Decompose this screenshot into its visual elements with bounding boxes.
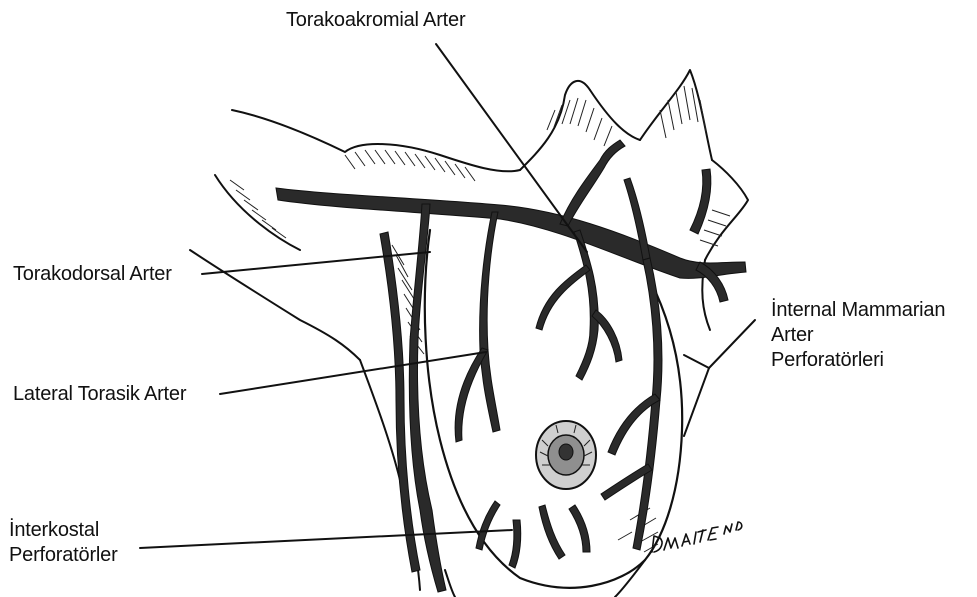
label-line: İnternal Mammarian (771, 298, 945, 323)
leader-internal-mammarian-1 (709, 320, 755, 368)
label-torakodorsal-arter: Torakodorsal Arter (13, 262, 172, 287)
anatomy-outline (190, 70, 748, 597)
leader-lateral-torasik (220, 352, 486, 394)
thoracoacromial-trunk (276, 188, 746, 278)
leader-interkostal (140, 530, 512, 548)
label-lateral-torasik-arter: Lateral Torasik Arter (13, 382, 186, 407)
label-internal-mammarian-arter-perforatorleri: İnternal Mammarian Arter Perforatörleri (771, 298, 945, 373)
artist-signature (652, 522, 742, 552)
label-interkostal-perforatorler: İnterkostal Perforatörler (9, 518, 118, 568)
artery-network (276, 140, 746, 592)
label-line: İnterkostal (9, 518, 118, 543)
leader-lines (140, 44, 755, 548)
leader-internal-mammarian-2 (684, 355, 709, 368)
leader-torakodorsal (202, 252, 430, 274)
leader-internal-mammarian-3 (684, 368, 709, 436)
label-line: Perforatörler (9, 543, 118, 568)
label-torakoakromial-arter: Torakoakromial Arter (286, 8, 465, 33)
label-line: Perforatörleri (771, 348, 945, 373)
label-line: Arter (771, 323, 945, 348)
nipple-areola (536, 421, 596, 489)
